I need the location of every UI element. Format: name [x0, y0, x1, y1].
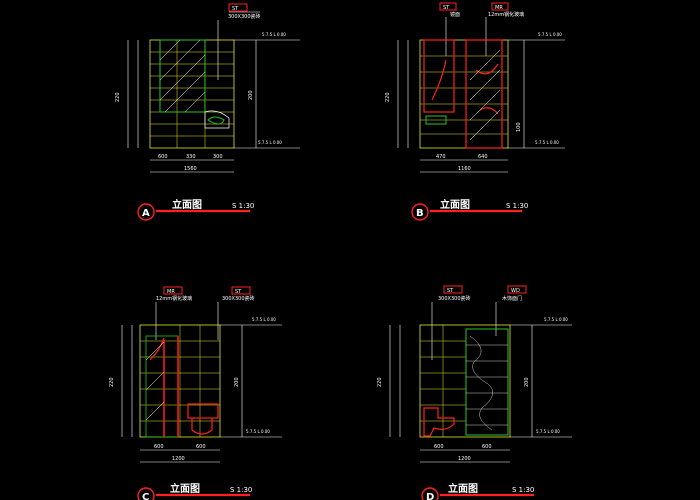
- level-top: 5.7.5 L 0.00: [544, 317, 568, 322]
- level-bottom: 5.7.5 L 0.00: [246, 429, 270, 434]
- right-dim: 200: [248, 90, 254, 100]
- dim-bottom: 600: [154, 444, 164, 450]
- elevation-scale: S 1:30: [230, 486, 252, 494]
- elevation-marker: [137, 203, 155, 221]
- title-block: B 立面图 S 1:30: [411, 198, 528, 221]
- elevation-scale: S 1:30: [232, 202, 254, 210]
- tag-code: ST: [235, 289, 242, 295]
- left-total-dim: 220: [377, 377, 383, 387]
- title-block: D 立面图 S 1:30: [421, 482, 534, 500]
- elevation-scale: S 1:30: [506, 202, 528, 210]
- toilet-fixture: [187, 403, 219, 435]
- elevation-panel-d: ST 300X300瓷砖 WD 木饰面门: [377, 285, 572, 500]
- right-dim: 100: [516, 122, 522, 132]
- toilet-fixture: [423, 407, 455, 437]
- tag-text: 300X300瓷砖: [222, 295, 255, 302]
- level-top: 5.7.5 L 0.00: [538, 32, 562, 37]
- elevation-panel-b: ST 镜面 MR 12mm钢化玻璃 2: [385, 2, 565, 221]
- glass-partition: [145, 335, 179, 438]
- dim-total: 1160: [458, 166, 471, 172]
- basin-fixture: [204, 110, 230, 129]
- material-tag: ST 镜面 MR 12mm钢化玻璃: [439, 2, 524, 56]
- left-total-dim: 220: [115, 92, 121, 102]
- tag-text: 300X300瓷砖: [228, 13, 261, 20]
- tag-text: 300X300瓷砖: [438, 295, 471, 302]
- level-bottom: 5.7.5 L 0.00: [536, 429, 560, 434]
- material-tag: ST 300X300瓷砖 WD 木饰面门: [431, 285, 527, 360]
- tag-text: 12mm钢化玻璃: [488, 11, 524, 18]
- elevation-letter: A: [142, 208, 150, 219]
- dim-bottom: 330: [186, 154, 196, 160]
- elevation-marker: [421, 487, 439, 500]
- dim-total: 1560: [184, 166, 197, 172]
- elevation-marker: [137, 487, 155, 500]
- elevation-marker: [411, 203, 429, 221]
- wood-door: [465, 328, 509, 436]
- tag-text: 镜面: [450, 11, 460, 18]
- material-tag: ST 300X300瓷砖: [217, 3, 261, 80]
- elevation-scale: S 1:30: [512, 486, 534, 494]
- tag-code: WD: [511, 288, 520, 294]
- elevation-panel-c: MR 12mm钢化玻璃 ST 300X300瓷砖: [109, 286, 282, 500]
- dim-bottom: 640: [478, 154, 488, 160]
- tag-text: 木饰面门: [502, 295, 522, 302]
- elevation-title: 立面图: [448, 482, 478, 495]
- elevation-letter: B: [416, 208, 424, 219]
- elevation-letter: D: [426, 492, 434, 500]
- material-tag: MR 12mm钢化玻璃 ST 300X300瓷砖: [155, 286, 255, 340]
- level-bottom: 5.7.5 L 0.00: [258, 140, 282, 145]
- elevation-title: 立面图: [172, 198, 202, 211]
- wall-outline: [149, 39, 235, 149]
- dim-bottom: 600: [158, 154, 168, 160]
- elevation-title: 立面图: [170, 482, 200, 495]
- vanity-fixture: [425, 115, 447, 125]
- dim-bottom: 600: [196, 444, 206, 450]
- left-total-dim: 220: [385, 92, 391, 102]
- level-top: 5.7.5 L 0.00: [262, 32, 286, 37]
- level-top: 5.7.5 L 0.00: [252, 317, 276, 322]
- right-dim: 200: [524, 377, 530, 387]
- dim-bottom: 300: [213, 154, 223, 160]
- right-dim: 200: [234, 377, 240, 387]
- elevation-title: 立面图: [440, 198, 470, 211]
- tag-code: ST: [443, 5, 450, 11]
- elevation-letter: C: [142, 492, 149, 500]
- tag-text: 12mm钢化玻璃: [156, 295, 192, 302]
- wall-outline: [419, 39, 509, 149]
- dim-bottom: 600: [482, 444, 492, 450]
- tag-code: MR: [167, 289, 175, 295]
- dim-bottom: 600: [434, 444, 444, 450]
- title-block: A 立面图 S 1:30: [137, 198, 254, 221]
- mirror-hatch: [159, 39, 206, 113]
- tag-code: ST: [232, 6, 239, 12]
- left-total-dim: 220: [109, 377, 115, 387]
- dim-total: 1200: [458, 456, 471, 462]
- glass-partition: [423, 39, 503, 149]
- title-block: C 立面图 S 1:30: [137, 482, 252, 500]
- dim-total: 1200: [172, 456, 185, 462]
- wall-outline: [419, 324, 511, 438]
- elevation-panel-a: ST 300X300瓷砖 220: [115, 3, 300, 221]
- tag-code: MR: [495, 5, 503, 11]
- dim-bottom: 470: [436, 154, 446, 160]
- level-bottom: 5.7.5 L 0.00: [535, 140, 559, 145]
- tag-code: ST: [447, 288, 454, 294]
